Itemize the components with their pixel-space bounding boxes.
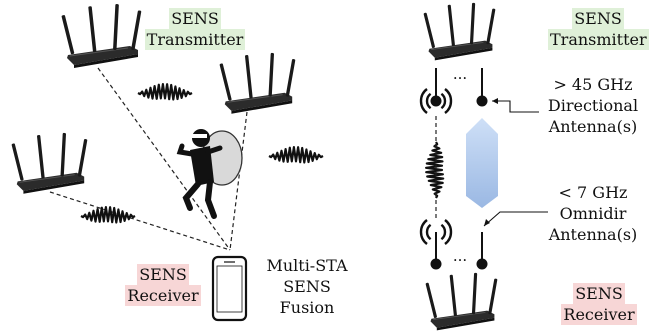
- radiation-wave-icon: [444, 88, 453, 114]
- left-transmitter-line-2: Transmitter: [144, 29, 246, 50]
- radiation-wave-icon: [425, 92, 432, 110]
- sensing-path-3: [49, 191, 231, 251]
- directional-beam-icon: [466, 118, 498, 208]
- waveform-icon: [137, 83, 193, 101]
- radiation-wave-icon: [425, 223, 432, 241]
- ellipsis-bottom: ...: [452, 247, 468, 265]
- left-transmitter-label: SENS Transmitter: [137, 8, 253, 50]
- smartphone-screen: [216, 265, 243, 313]
- antenna-icon-tip: [430, 95, 442, 107]
- high-band-callout: [492, 100, 539, 113]
- intruder-arm-left: [176, 143, 195, 157]
- low-band-callout-arrowhead: [484, 219, 490, 226]
- intruder-torso: [190, 146, 214, 186]
- ellipsis-top: ...: [452, 65, 468, 83]
- right-receiver-line-2: Receiver: [561, 304, 637, 325]
- intruder-leg-left: [182, 181, 201, 211]
- sensing-path-2: [229, 111, 248, 251]
- left-receiver-line-1: SENS: [137, 264, 189, 285]
- fusion-line-2: SENS: [283, 277, 331, 296]
- radiation-wave-icon: [444, 219, 453, 245]
- low-band-line-2: Omnidir: [559, 204, 627, 223]
- high-band-line-3: Antenna(s): [548, 117, 638, 136]
- antenna-icon-tip: [476, 258, 488, 270]
- high-band-line-2: Directional: [547, 96, 639, 115]
- wifi-router-icon: [424, 272, 498, 331]
- antenna-icon-tip: [476, 95, 488, 107]
- wifi-router-icon: [422, 2, 496, 61]
- waveform-icon: [425, 141, 445, 199]
- right-receiver-line-1: SENS: [573, 283, 625, 304]
- low-band-callout: [483, 211, 548, 227]
- left-receiver-line-2: Receiver: [125, 285, 201, 306]
- low-band-line-1: < 7 GHz: [558, 183, 628, 202]
- left-transmitter-line-1: SENS: [169, 8, 221, 29]
- radiation-wave-icon: [419, 219, 428, 245]
- high-band-label: > 45 GHz Directional Antenna(s): [538, 74, 648, 137]
- fusion-label: Multi-STA SENS Fusion: [252, 255, 362, 318]
- wifi-router-icon: [60, 3, 142, 69]
- radiation-wave-icon: [440, 92, 447, 110]
- right-receiver-label: SENS Receiver: [555, 283, 643, 325]
- fusion-line-1: Multi-STA: [266, 256, 348, 275]
- high-band-callout-arrowhead: [492, 98, 498, 104]
- smartphone-icon: [211, 255, 248, 322]
- wifi-router-icon: [218, 52, 296, 115]
- right-transmitter-label: SENS Transmitter: [548, 8, 649, 50]
- intruder-leg-right: [204, 179, 217, 219]
- high-band-line-1: > 45 GHz: [553, 75, 633, 94]
- low-band-line-3: Antenna(s): [548, 225, 638, 244]
- fusion-line-3: Fusion: [279, 298, 335, 317]
- radiation-wave-icon: [419, 88, 428, 114]
- right-transmitter-line-1: SENS: [572, 8, 624, 29]
- intruder-arm-right: [205, 145, 223, 155]
- wifi-router-icon: [10, 132, 88, 195]
- intruder-mask-band: [192, 134, 207, 138]
- waveform-icon: [268, 146, 324, 164]
- low-band-label: < 7 GHz Omnidir Antenna(s): [538, 182, 648, 245]
- right-transmitter-line-2: Transmitter: [548, 29, 649, 50]
- left-receiver-label: SENS Receiver: [118, 264, 208, 306]
- antenna-icon-tip: [430, 258, 442, 270]
- sensing-path-1: [97, 67, 231, 251]
- radiation-wave-icon: [440, 223, 447, 241]
- waveform-icon: [80, 206, 136, 224]
